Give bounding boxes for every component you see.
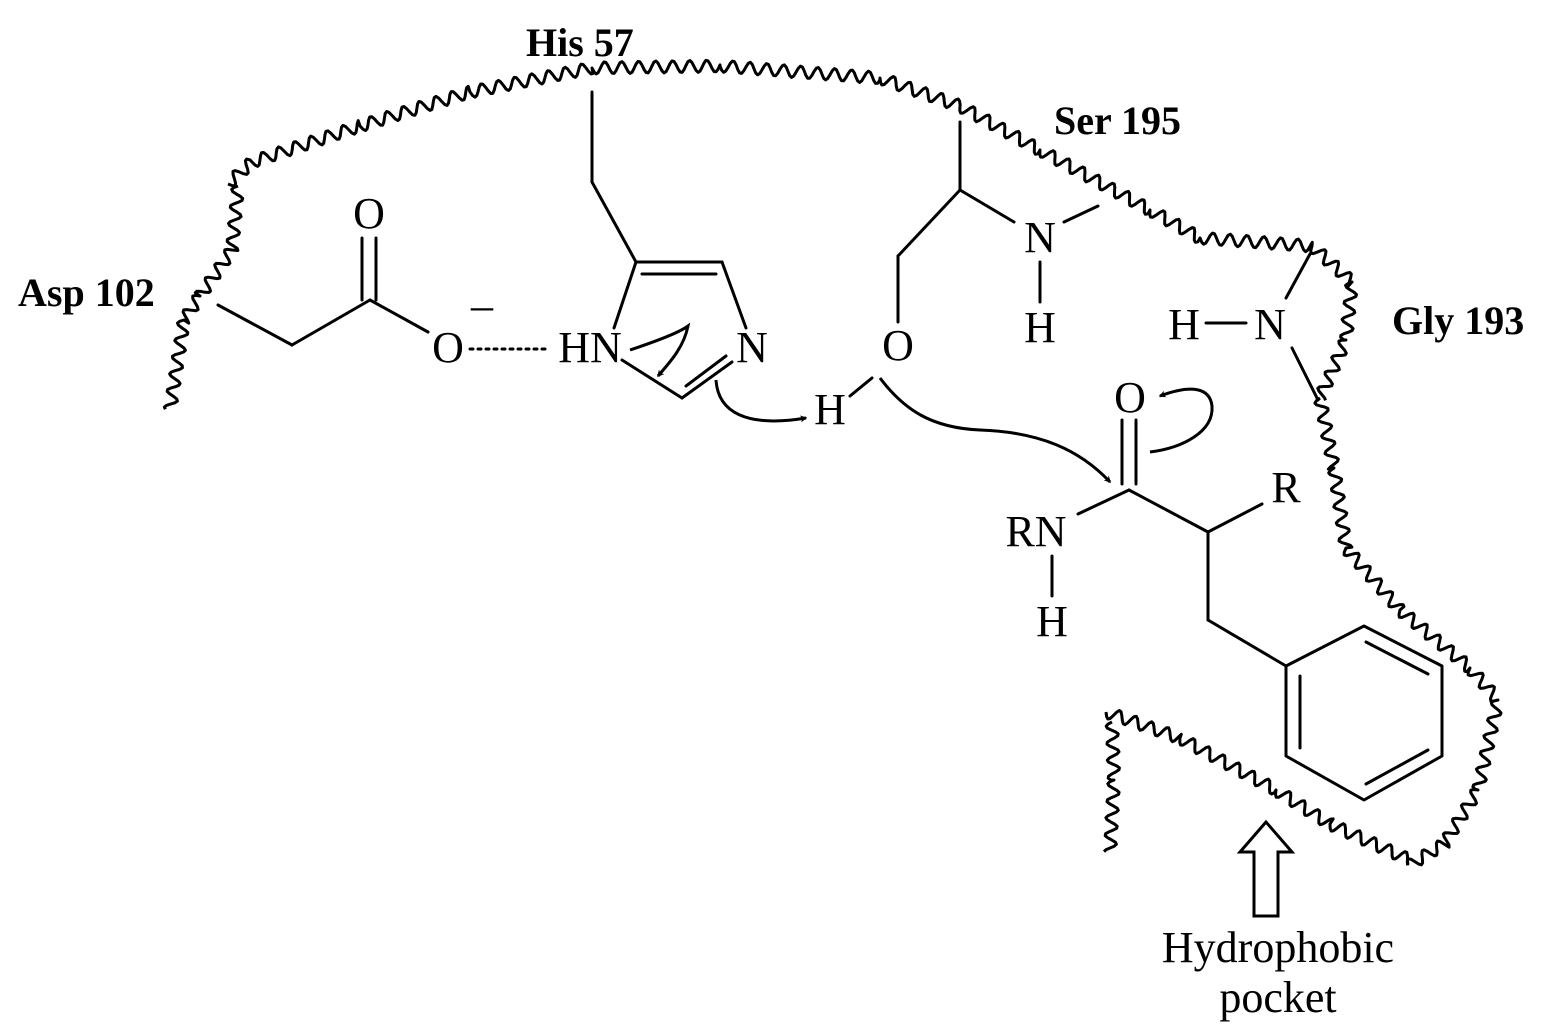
his-n-label: N: [736, 323, 768, 372]
transferring-hydrogen: H: [814, 385, 846, 434]
wavy-backbone-right: [1313, 396, 1503, 867]
arrow-o-to-carbonyl-carbon: [878, 377, 1112, 484]
his-57-sidechain: [590, 90, 748, 400]
residue-label-gly-193: Gly 193: [1392, 298, 1524, 343]
substrate-r-group: R: [1271, 463, 1301, 512]
residue-label-ser-195: Ser 195: [1054, 98, 1181, 143]
arrow-his-internal: [629, 322, 691, 378]
wavy-backbone-pocket-left: [1102, 720, 1121, 853]
hydrophobic-pocket-caption: Hydrophobic pocket: [1162, 923, 1394, 1022]
gly-193-nh: [1204, 252, 1320, 402]
substrate: [1050, 418, 1444, 802]
substrate-carbonyl-oxygen: O: [1114, 373, 1146, 422]
hydrophobic-pocket-arrow: [1236, 819, 1296, 918]
asp-negative-charge: –: [470, 281, 494, 330]
ser-nitrogen: N: [1024, 213, 1056, 262]
substrate-nh-hydrogen: H: [1036, 597, 1068, 646]
gly-nitrogen: N: [1254, 300, 1286, 349]
asp-anion-oxygen: O: [432, 323, 464, 372]
asp-carbonyl-oxygen: O: [353, 189, 385, 238]
wavy-backbone-top: [227, 58, 1358, 401]
electron-arrows: [629, 322, 1214, 484]
residue-label-asp-102: Asp 102: [18, 270, 155, 315]
ser-195-sidechain: [848, 120, 1100, 398]
caption-line-2: pocket: [1219, 973, 1336, 1022]
ser-oxygen: O: [882, 321, 914, 370]
atom-labels: O O – HN N H O N H H N O RN H R: [353, 189, 1301, 646]
wavy-backbone-pocket: [1104, 709, 1410, 865]
substrate-rn-label: RN: [1005, 507, 1066, 556]
arrow-carbonyl-pi-to-o: [1149, 387, 1214, 454]
wavy-backbone-left: [162, 184, 245, 410]
asp-102-sidechain: [216, 236, 550, 351]
residue-label-his-57: His 57: [526, 20, 634, 65]
his-hn-label: HN: [558, 323, 622, 372]
protein-backbone: [162, 58, 1503, 867]
gly-hydrogen: H: [1168, 300, 1200, 349]
ser-nh-hydrogen: H: [1024, 303, 1056, 352]
caption-line-1: Hydrophobic: [1162, 923, 1394, 972]
residue-labels: Asp 102 His 57 Ser 195 Gly 193: [18, 20, 1524, 343]
arrow-his-n-to-h: [714, 379, 808, 423]
